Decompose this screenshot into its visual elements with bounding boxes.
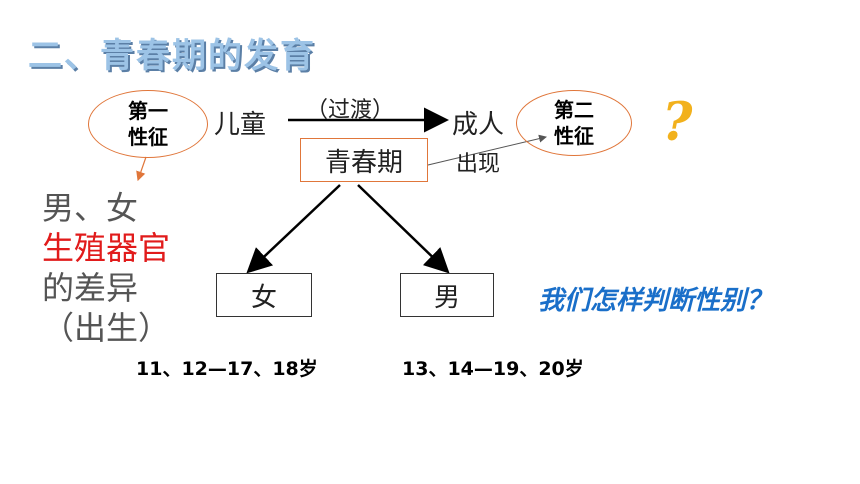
question-mark-icon: ? [662,92,693,153]
side-text-line3: 的差异 [42,269,139,307]
page-title: 二、青春期的发育 [28,36,316,76]
female-box: 女 [216,273,312,317]
side-text-line4: （出生） [42,309,171,347]
first-sex-trait-ellipse: 第一 性征 [88,90,208,158]
male-age-range: 13、14—19、20岁 [402,358,584,380]
puberty-box: 青春期 [300,138,428,182]
side-text-line2: 生殖器官 [42,229,171,267]
first-trait-line1: 第一 [128,99,168,123]
gender-question-text: 我们怎样判断性别？ [538,286,773,316]
second-trait-line2: 性征 [554,124,594,148]
female-age-range: 11、12—17、18岁 [136,358,318,380]
puberty-to-male-arrow [357,184,450,274]
first-trait-line2: 性征 [128,125,168,149]
male-box: 男 [400,273,494,317]
appear-label: 出现 [456,152,501,177]
puberty-to-female-arrow [246,184,341,274]
second-trait-line1: 第二 [554,98,594,122]
first-trait-pointer-arrow [136,156,147,182]
side-text-line1: 男、女 [42,189,139,227]
side-text: 男、女 生殖器官 的差异 （出生） [42,188,170,348]
second-sex-trait-ellipse: 第二 性征 [516,90,632,156]
child-label: 儿童 [214,110,267,140]
transition-label: （过渡） [306,98,395,123]
adult-label: 成人 [452,110,505,140]
